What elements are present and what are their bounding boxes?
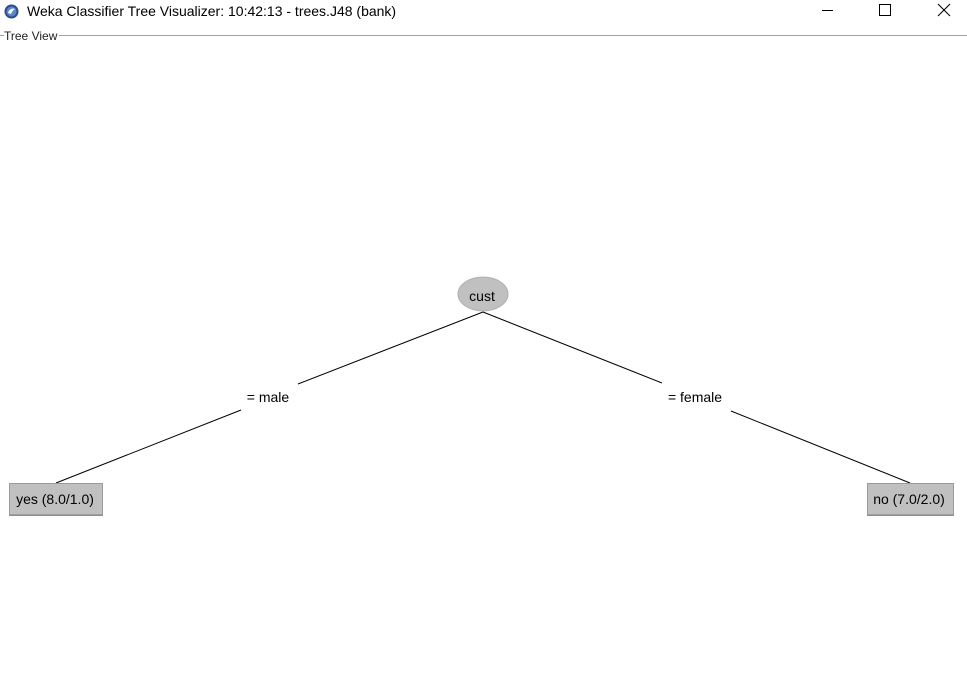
leaf-no-shape [867, 483, 954, 516]
leaf-no-label: no (7.0/2.0) [873, 491, 945, 507]
tree-leaf-yes[interactable]: yes (8.0/1.0) [9, 483, 103, 516]
weka-bird-icon [4, 4, 19, 19]
panel-title: Tree View [4, 29, 60, 43]
minimize-button[interactable] [808, 0, 848, 24]
tree-leaf-no[interactable]: no (7.0/2.0) [867, 483, 954, 516]
edge-label-female: = female [668, 389, 722, 405]
minimize-icon [822, 10, 833, 11]
window-title: Weka Classifier Tree Visualizer: 10:42:1… [27, 3, 397, 19]
title-bar[interactable]: Weka Classifier Tree Visualizer: 10:42:1… [0, 0, 967, 24]
edge-line-female-upper [482, 311, 663, 384]
root-node-shape [457, 276, 509, 312]
root-node-label: cust [469, 288, 495, 304]
leaf-yes-shape [9, 483, 103, 516]
edge-label-male: = male [247, 389, 290, 405]
leaf-yes-label: yes (8.0/1.0) [16, 491, 94, 507]
panel-border [0, 35, 967, 36]
close-icon [937, 3, 951, 17]
edge-line-male-upper [297, 311, 484, 385]
close-button[interactable] [924, 0, 964, 24]
maximize-icon [879, 4, 891, 16]
tree-node-root[interactable]: cust [457, 276, 509, 312]
edge-line-male-lower [55, 409, 242, 484]
maximize-button[interactable] [865, 0, 905, 24]
edge-line-female-lower [730, 410, 911, 484]
